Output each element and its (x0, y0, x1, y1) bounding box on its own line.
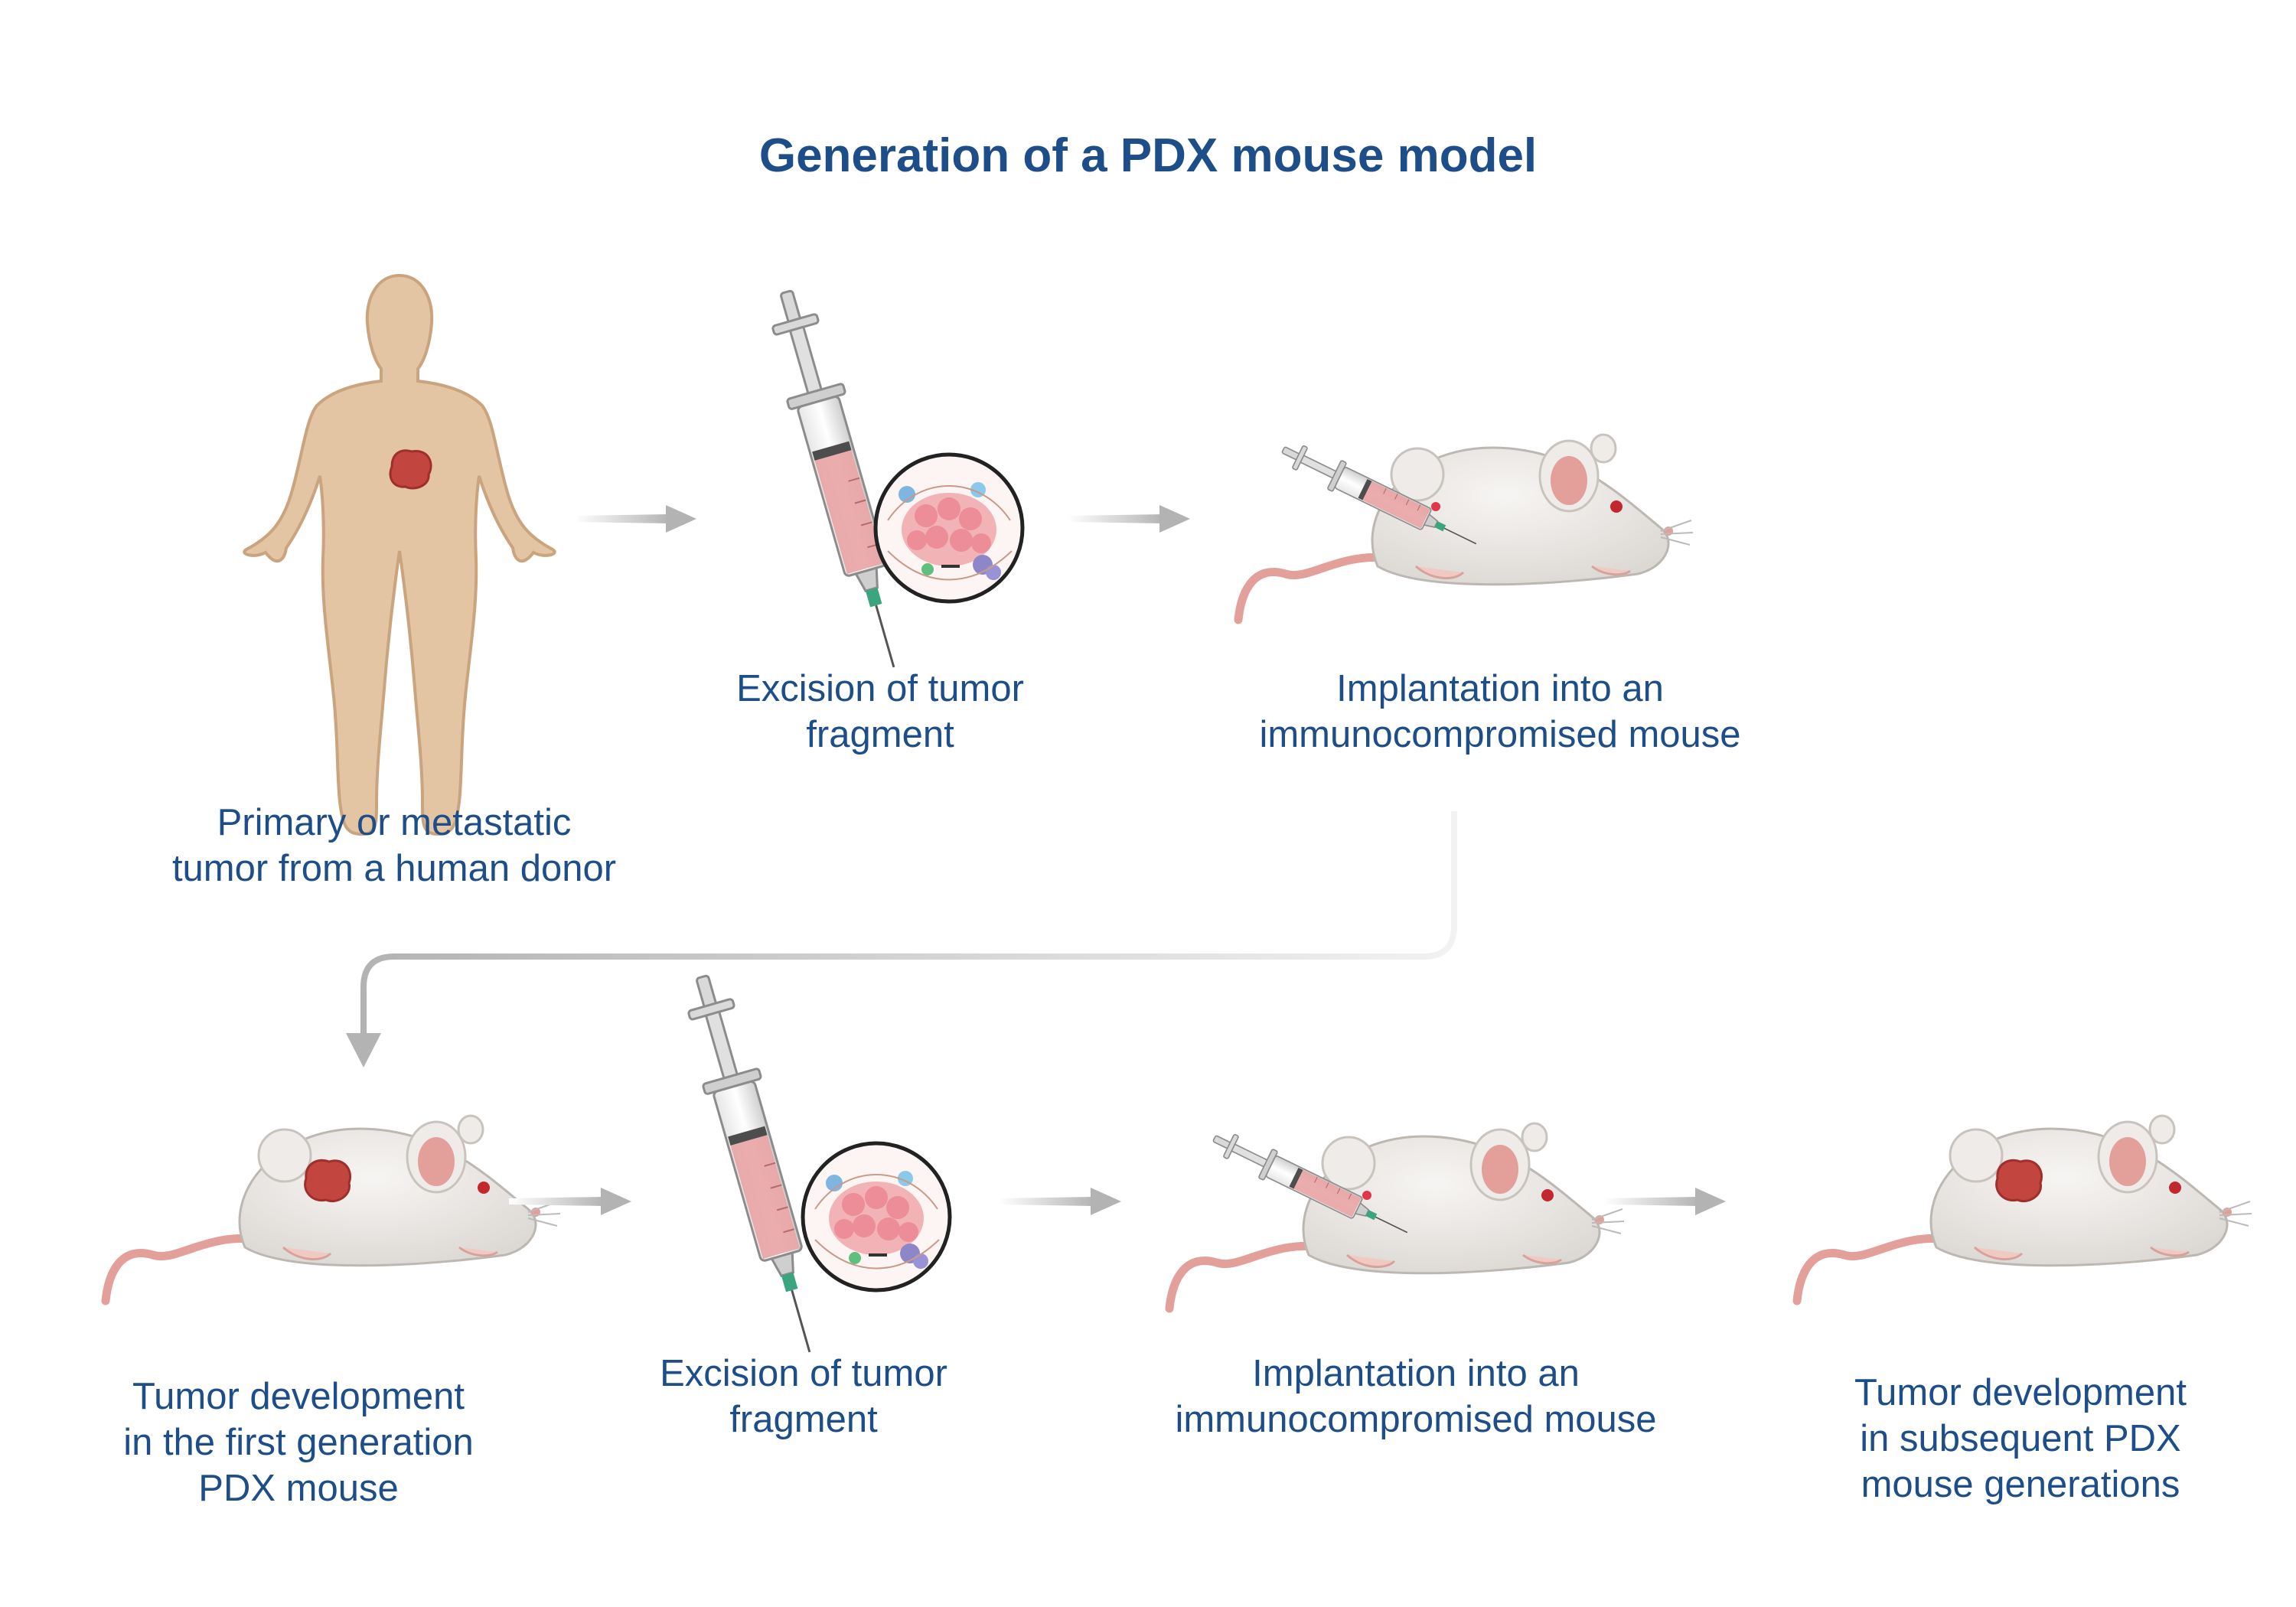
flow-arrow-2 (1068, 505, 1190, 533)
label-line: in subsequent PDX (1860, 1418, 2181, 1459)
label-line: Tumor development (132, 1376, 465, 1417)
label-line: mouse generations (1861, 1464, 2180, 1505)
mouse-tumor-icon (106, 1116, 560, 1301)
mouse-injection-icon (1238, 435, 1693, 620)
label-line: Primary or metastatic (217, 802, 572, 843)
step-label-excision-1: Excision of tumor fragment (689, 666, 1071, 758)
label-line: immunocompromised mouse (1175, 1399, 1657, 1440)
step-label-excision-2: Excision of tumor fragment (612, 1351, 995, 1442)
step-label-implant-2: Implantation into an immunocompromised m… (1117, 1351, 1714, 1442)
label-line: tumor from a human donor (171, 848, 617, 889)
page-title: Generation of a PDX mouse model (758, 129, 1538, 182)
label-line: Excision of tumor (660, 1353, 947, 1394)
connector-arrow (346, 811, 1457, 1068)
step-label-donor: Primary or metastatic tumor from a human… (130, 800, 658, 892)
flow-arrow-1 (574, 505, 696, 533)
tumor-tissue-icon (876, 455, 1022, 601)
step-label-implant-1: Implantation into an immunocompromised m… (1202, 666, 1799, 758)
label-line: fragment (806, 714, 954, 755)
label-line: in the first generation (123, 1422, 474, 1463)
flow-arrow-5 (1603, 1188, 1726, 1215)
label-line: Implantation into an (1336, 668, 1664, 709)
label-line: immunocompromised mouse (1259, 714, 1741, 755)
label-line: Excision of tumor (736, 668, 1024, 709)
label-line: Implantation into an (1252, 1353, 1580, 1394)
flow-arrow-4 (999, 1188, 1121, 1215)
mouse-injection-icon (1169, 1123, 1624, 1309)
step-label-first-generation: Tumor development in the first generatio… (92, 1374, 505, 1511)
mouse-tumor-icon (1797, 1116, 2252, 1301)
label-line: fragment (729, 1399, 878, 1440)
tumor-tissue-icon (803, 1143, 950, 1290)
human-body-icon (243, 273, 556, 836)
step-label-subsequent-generations: Tumor development in subsequent PDX mous… (1814, 1370, 2227, 1508)
label-line: PDX mouse (198, 1468, 399, 1509)
syringe-icon (673, 967, 839, 1361)
label-line: Tumor development (1854, 1372, 2187, 1413)
